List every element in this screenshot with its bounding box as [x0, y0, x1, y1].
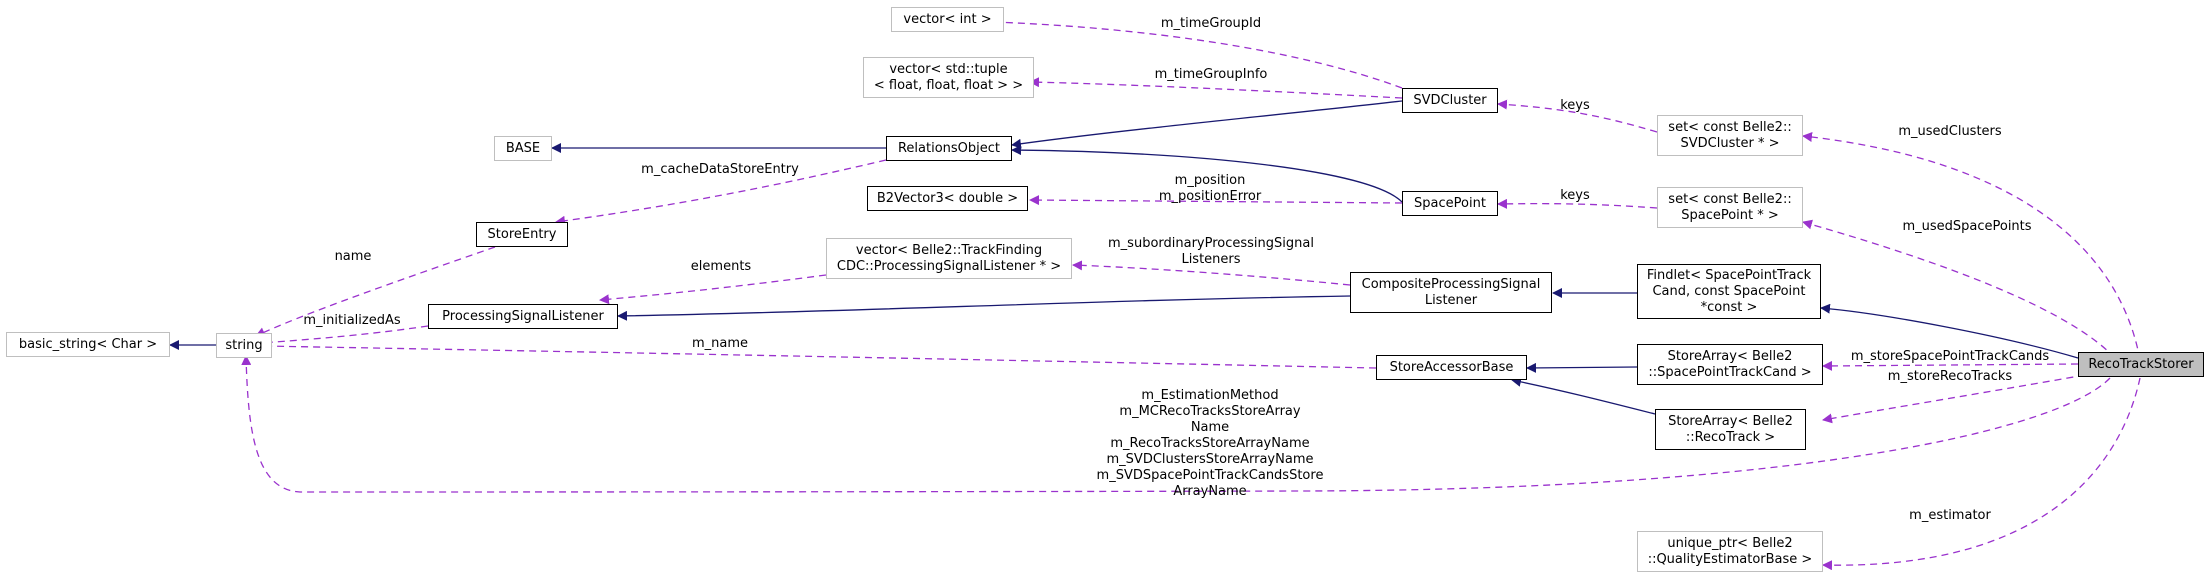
- node-set-spacepoint[interactable]: set< const Belle2:: SpacePoint * >: [1657, 187, 1803, 228]
- label-m-estimator: m_estimator: [1909, 508, 1991, 523]
- label-m-storerecotracks: m_storeRecoTracks: [1887, 369, 2013, 384]
- node-basic-string[interactable]: basic_string< Char >: [6, 332, 170, 357]
- label-m-usedclusters: m_usedClusters: [1898, 124, 2002, 139]
- edge-relationsobject-storeentry: [555, 159, 887, 226]
- label-keys-svd: keys: [1560, 98, 1590, 113]
- edge-recotrackstorer-setsvd: [1802, 132, 2141, 361]
- label-m-timegroupinfo: m_timeGroupInfo: [1154, 67, 1268, 82]
- label-keys-sp: keys: [1560, 188, 1590, 203]
- label-m-usedspacepoints: m_usedSpacePoints: [1902, 219, 2032, 234]
- label-m-initializedas: m_initializedAs: [303, 313, 401, 328]
- node-findlet[interactable]: Findlet< SpacePointTrack Cand, const Spa…: [1637, 264, 1821, 319]
- edge-storearray-reco-storeaccessor: [1511, 376, 1656, 415]
- edge-storearray-sptc-storeaccessor: [1526, 362, 1638, 373]
- label-m-cachedatastoreentry: m_cacheDataStoreEntry: [641, 162, 799, 177]
- node-storearray-recotrack[interactable]: StoreArray< Belle2 ::RecoTrack >: [1655, 409, 1806, 450]
- node-processingsignallistener[interactable]: ProcessingSignalListener: [428, 304, 618, 329]
- label-name: name: [334, 249, 372, 264]
- node-vector-tuple[interactable]: vector< std::tuple < float, float, float…: [863, 57, 1034, 98]
- edge-spacepoint-b2vector3: [1029, 195, 1403, 206]
- edge-svdcluster-relationsobject: [1011, 100, 1403, 149]
- label-m-storespacepointtrackcands: m_storeSpacePointTrackCands: [1850, 349, 2050, 364]
- edge-storeaccessor-string: [261, 341, 1377, 369]
- node-base[interactable]: BASE: [494, 136, 552, 161]
- node-storearray-sptc[interactable]: StoreArray< Belle2 ::SpacePointTrackCand…: [1637, 344, 1823, 385]
- edge-svdcluster-vectorint: [993, 17, 1403, 89]
- edge-spacepoint-relationsobject: [1011, 145, 1403, 203]
- edge-recotrackstorer-string: [241, 355, 2111, 493]
- label-m-subordinary: m_subordinaryProcessingSignal Listeners: [1108, 236, 1314, 267]
- node-storeentry[interactable]: StoreEntry: [476, 222, 568, 247]
- node-recotrackstorer[interactable]: RecoTrackStorer: [2078, 352, 2204, 377]
- label-elements: elements: [690, 259, 752, 274]
- node-vector-listener[interactable]: vector< Belle2::TrackFinding CDC::Proces…: [826, 238, 1072, 279]
- label-m-string-members: m_EstimationMethod m_MCRecoTracksStoreAr…: [1096, 388, 1324, 499]
- edge-recotrackstorer-setsp: [1802, 219, 2116, 359]
- edge-recotrackstorer-uniqueptr: [1822, 377, 2141, 571]
- node-composite-listener[interactable]: CompositeProcessingSignal Listener: [1350, 272, 1552, 313]
- edge-recotrackstorer-findlet: [1820, 303, 2079, 359]
- edge-svdcluster-vectortuple: [1029, 77, 1403, 99]
- edge-storeentry-string: [255, 246, 496, 337]
- node-relationsobject[interactable]: RelationsObject: [886, 136, 1012, 161]
- edge-recotrackstorer-storearray-sptc: [1822, 360, 2079, 371]
- edge-setsp-spacepoint: [1497, 198, 1658, 209]
- node-set-svdcluster[interactable]: set< const Belle2:: SVDCluster * >: [1657, 115, 1803, 156]
- edge-recotrackstorer-storearray-reco: [1822, 374, 2086, 424]
- label-m-position: m_position m_positionError: [1158, 173, 1262, 204]
- edge-composite-processinglistener: [617, 295, 1351, 321]
- label-m-name: m_name: [691, 336, 749, 351]
- label-m-timegroupid: m_timeGroupId: [1160, 16, 1262, 31]
- node-string[interactable]: string: [216, 333, 272, 358]
- node-vector-int[interactable]: vector< int >: [891, 7, 1004, 32]
- node-b2vector3[interactable]: B2Vector3< double >: [867, 186, 1028, 211]
- node-svdcluster[interactable]: SVDCluster: [1402, 88, 1498, 113]
- node-spacepoint[interactable]: SpacePoint: [1402, 191, 1498, 216]
- node-unique-ptr[interactable]: unique_ptr< Belle2 ::QualityEstimatorBas…: [1637, 531, 1823, 572]
- node-storeaccessorbase[interactable]: StoreAccessorBase: [1376, 355, 1527, 380]
- edge-vectorlistener-processinglistener: [599, 274, 827, 305]
- edge-composite-vectorlistener: [1072, 260, 1351, 286]
